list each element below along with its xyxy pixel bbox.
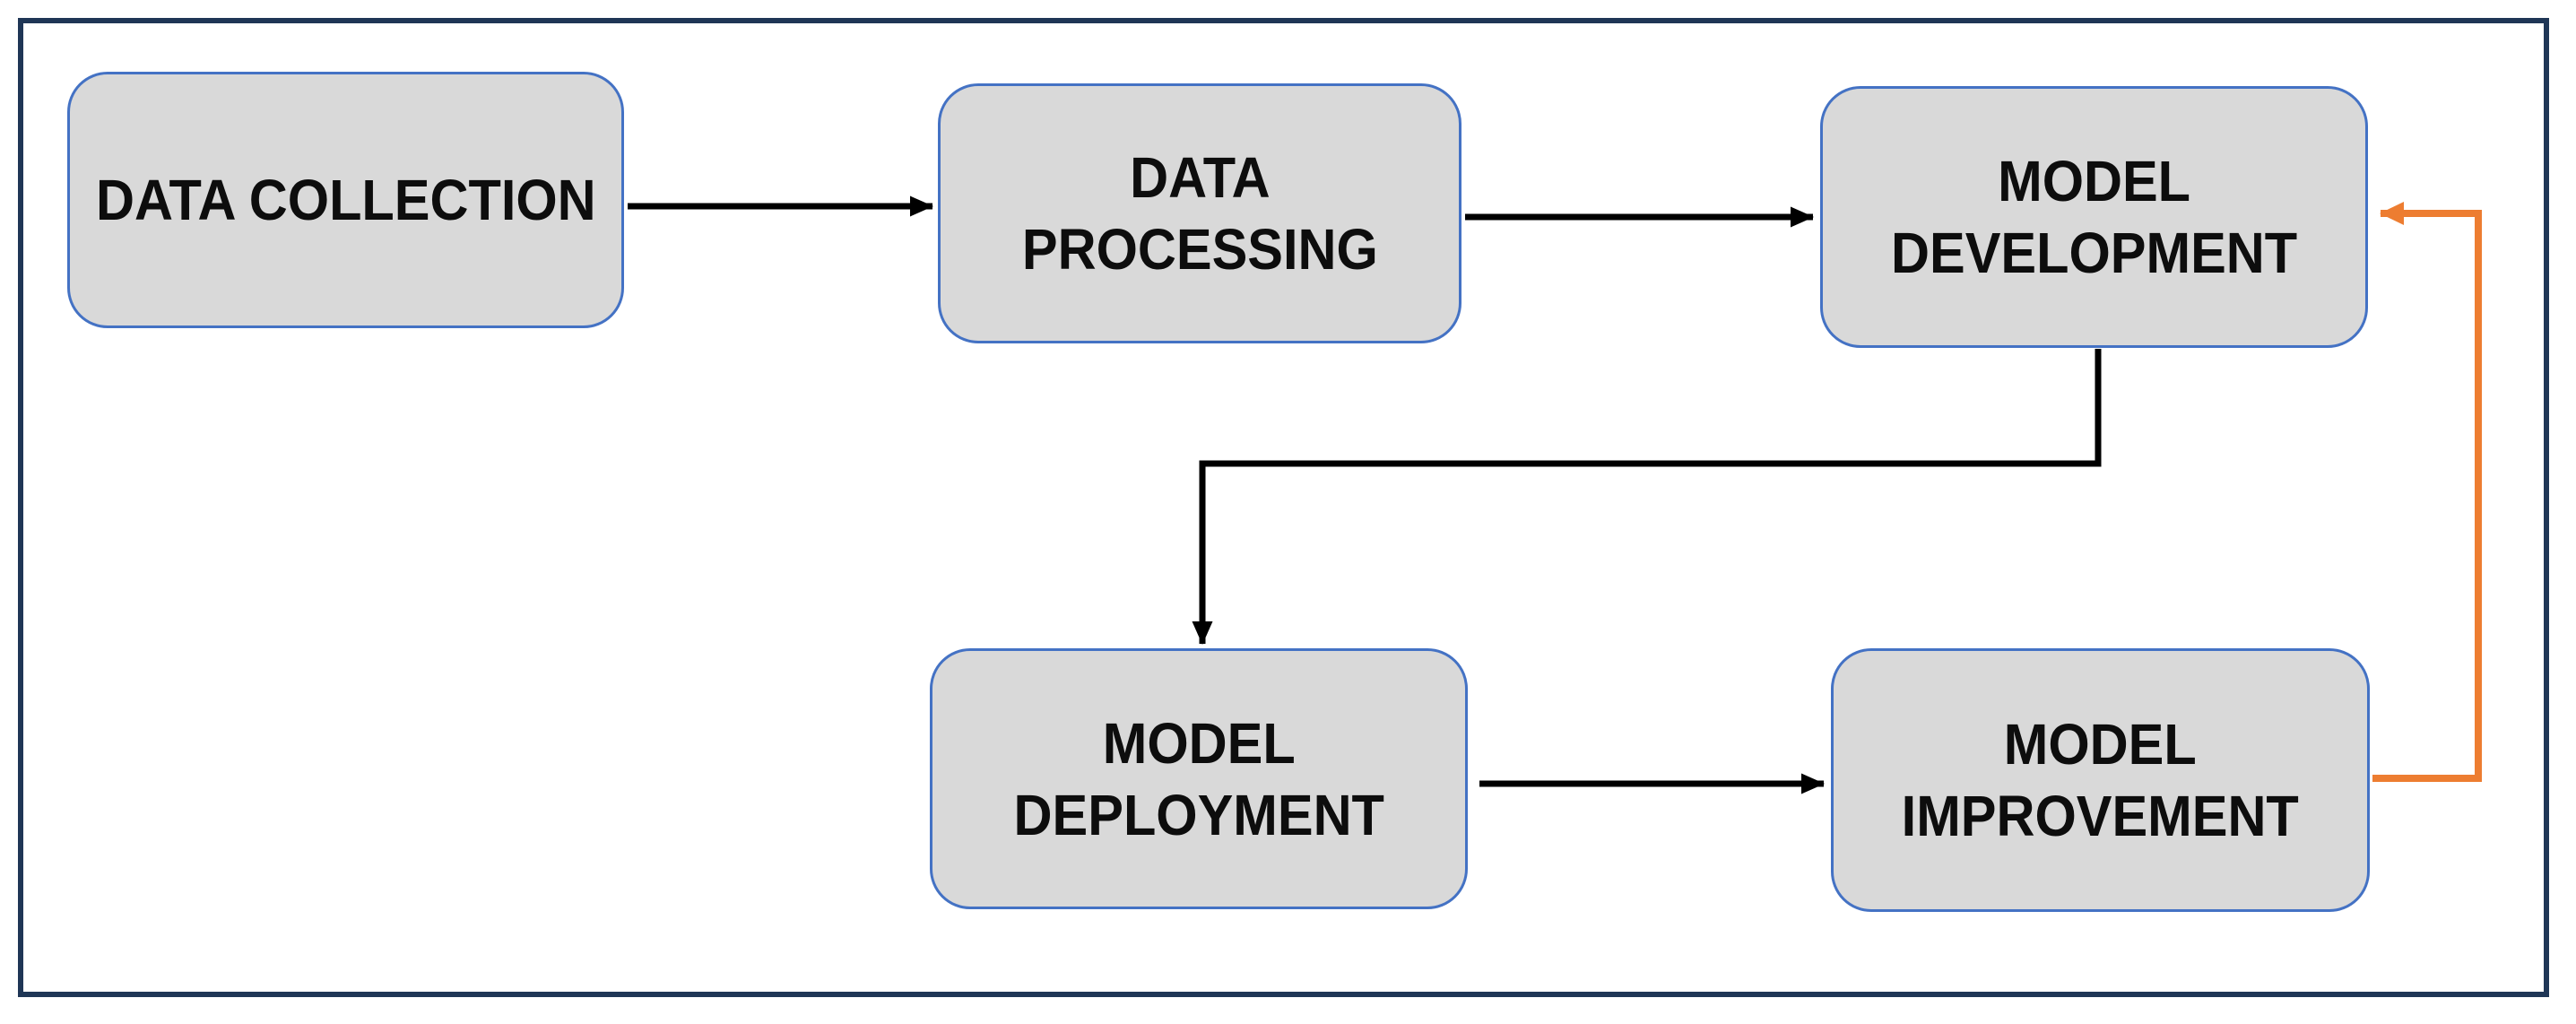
node-label-line: DATA — [1129, 145, 1271, 210]
node-data-processing-label: DATA PROCESSING — [1022, 142, 1378, 285]
node-label-line: DATA COLLECTION — [95, 168, 596, 232]
arrow-improvement-to-development-feedback — [2372, 202, 2482, 782]
node-label-line: DEPLOYMENT — [1013, 782, 1384, 847]
node-model-development-label: MODEL DEVELOPMENT — [1891, 145, 2297, 289]
node-label-line: DEVELOPMENT — [1890, 221, 2298, 285]
node-label-line: PROCESSING — [1021, 217, 1378, 282]
node-model-development: MODEL DEVELOPMENT — [1820, 86, 2368, 348]
node-model-improvement-label: MODEL IMPROVEMENT — [1902, 708, 2299, 852]
node-data-collection: DATA COLLECTION — [67, 72, 624, 328]
node-label-line: MODEL — [1998, 149, 2190, 213]
node-label-line: IMPROVEMENT — [1901, 784, 2300, 848]
node-data-processing: DATA PROCESSING — [938, 83, 1461, 343]
outer-frame — [18, 18, 2549, 997]
node-label-line: MODEL — [1102, 710, 1296, 776]
node-label-line: MODEL — [2004, 712, 2197, 777]
node-data-collection-label: DATA COLLECTION — [96, 164, 596, 236]
node-model-deployment-label: MODEL DEPLOYMENT — [1013, 707, 1383, 851]
node-model-improvement: MODEL IMPROVEMENT — [1831, 648, 2370, 912]
arrow-development-to-deployment — [1192, 349, 2102, 645]
node-model-deployment: MODEL DEPLOYMENT — [930, 648, 1468, 909]
